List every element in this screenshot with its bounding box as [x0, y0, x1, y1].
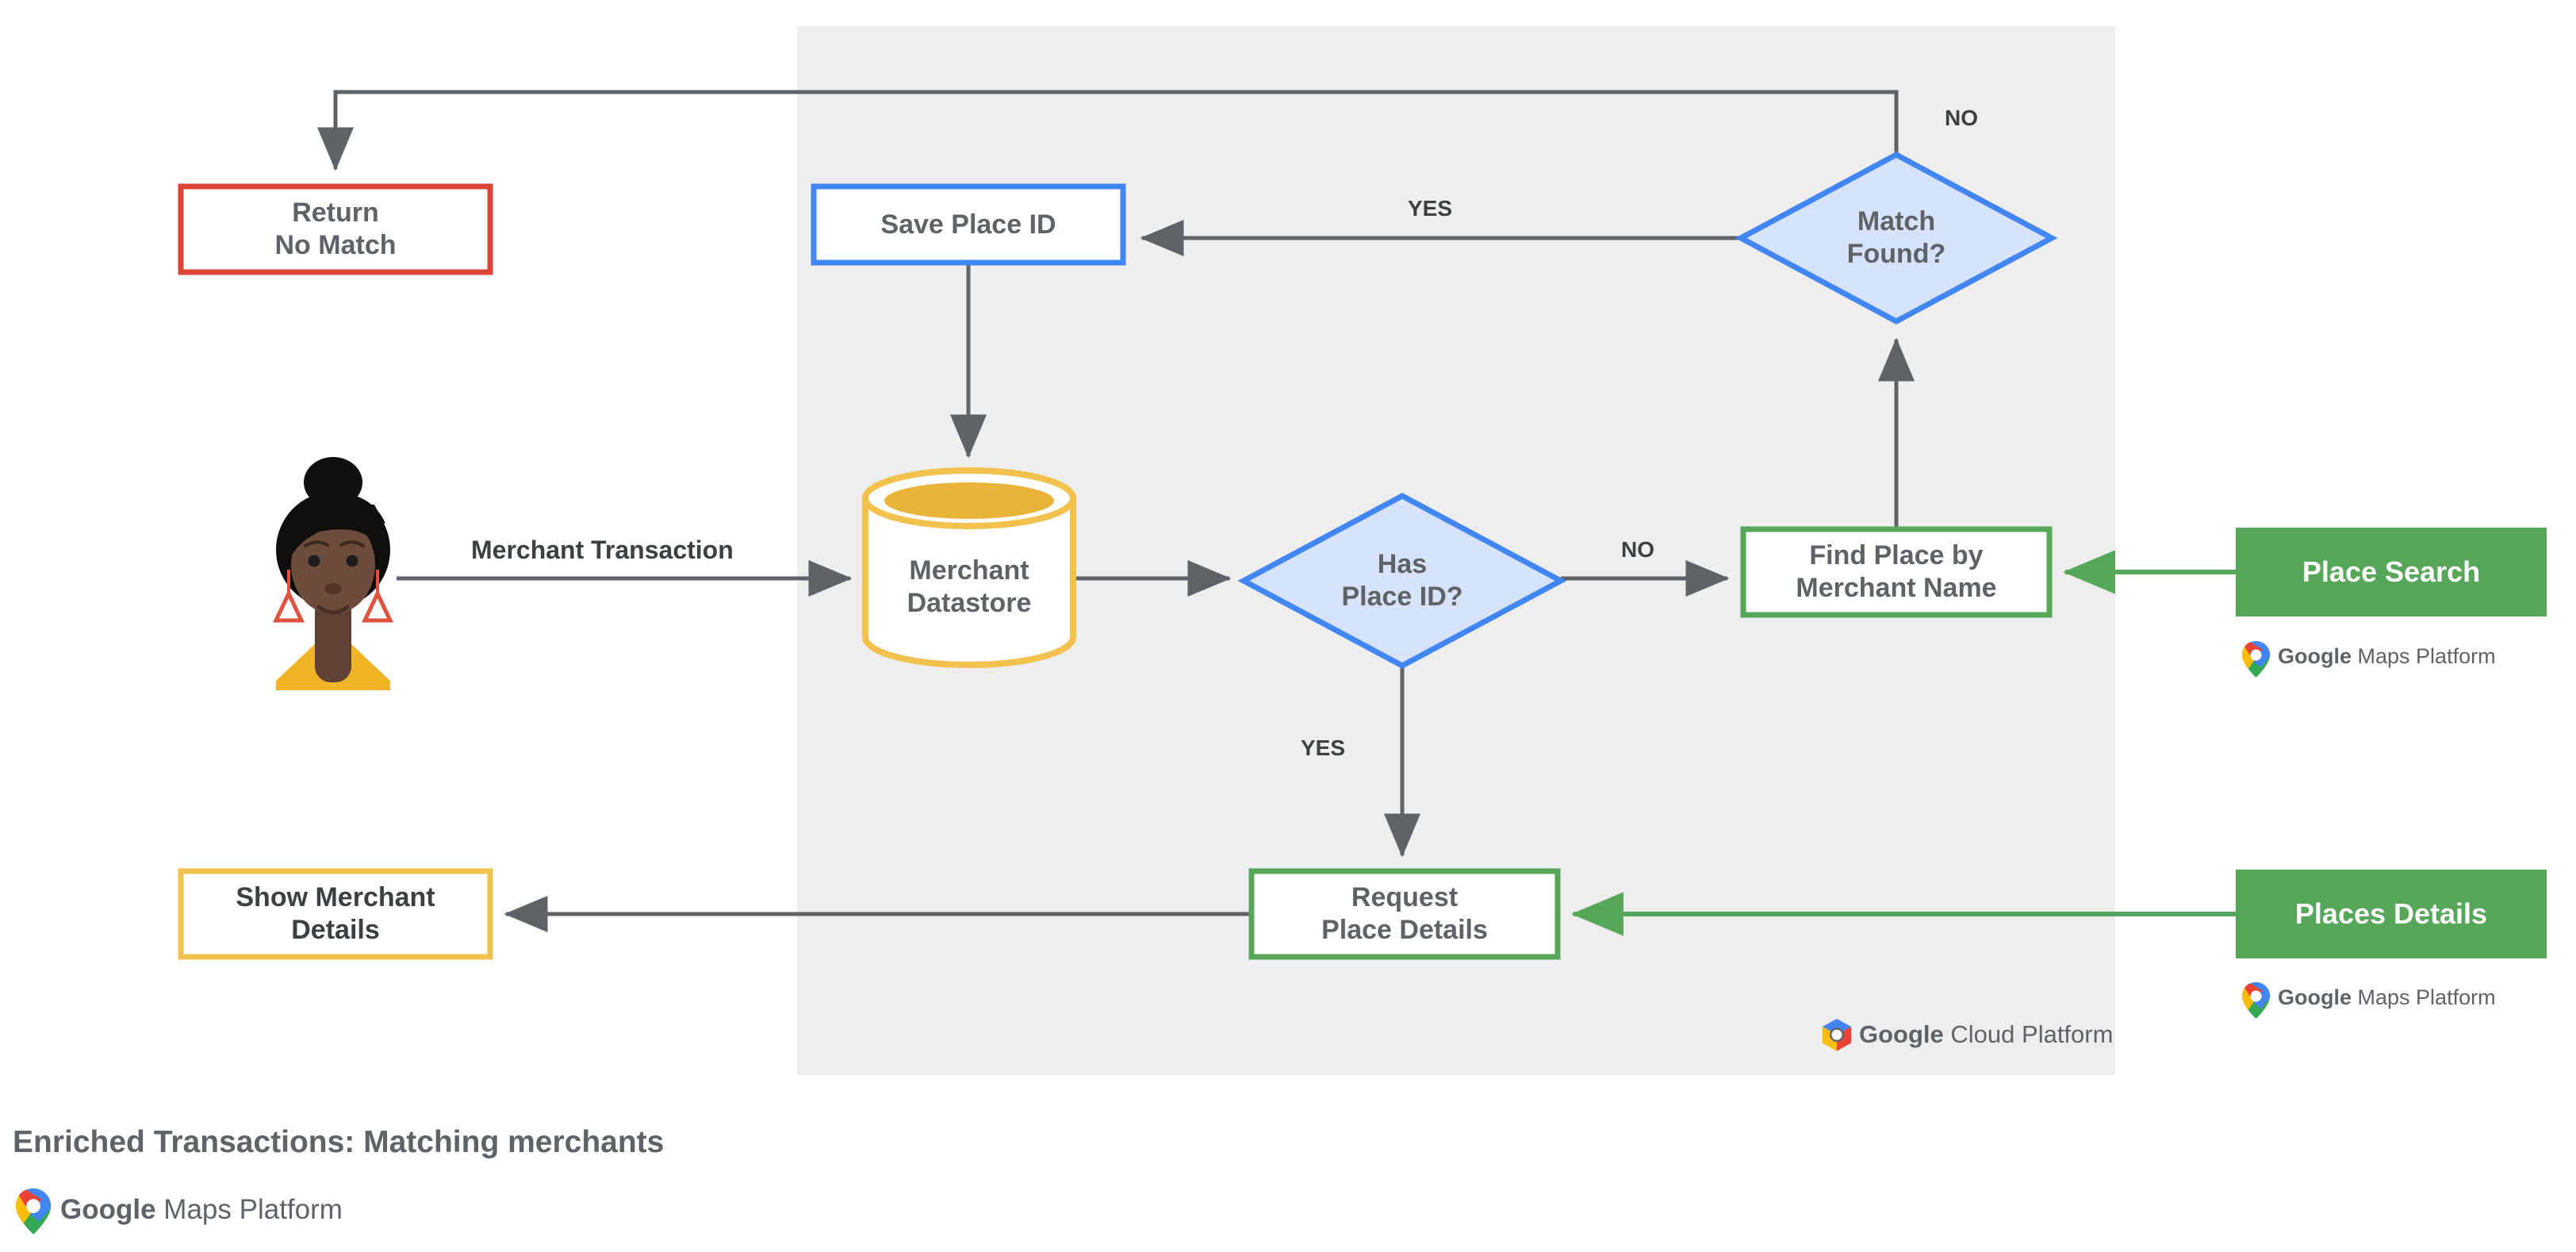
gcp-brand-primary: Google	[1859, 1020, 1944, 1048]
google-maps-platform-brand-places-details: Google Maps Platform	[2278, 985, 2496, 1010]
eye-left	[308, 555, 320, 567]
brand-secondary-place-search: Maps Platform	[2357, 644, 2496, 668]
edge-label-merchant-transaction: Merchant Transaction	[471, 536, 734, 564]
eye-right	[346, 555, 358, 567]
google-maps-platform-brand-footer: Google Maps Platform	[60, 1194, 343, 1226]
earring-left-icon	[273, 570, 305, 623]
find-place-by-merchant-name-box[interactable]	[1740, 526, 2053, 618]
datastore-top-disc	[884, 482, 1054, 519]
google-maps-pin-icon-footer	[16, 1189, 52, 1235]
place-search-product-box[interactable]	[2236, 528, 2547, 616]
brand-secondary-places-details: Maps Platform	[2357, 985, 2496, 1009]
customer-avatar	[273, 457, 393, 690]
google-maps-pin-icon-places-details	[2242, 982, 2271, 1019]
places-details-product-box[interactable]	[2236, 870, 2547, 958]
save-place-id-box[interactable]	[811, 183, 1126, 266]
diagram-caption: Enriched Transactions: Matching merchant…	[13, 1125, 665, 1159]
google-cloud-hexagon-icon	[1822, 1019, 1852, 1051]
show-merchant-details-box[interactable]	[178, 868, 493, 960]
request-place-details-box[interactable]	[1248, 868, 1561, 960]
edge-label-no-match-found: NO	[1945, 106, 1978, 130]
brand-primary-place-search: Google	[2278, 644, 2352, 668]
return-no-match-box[interactable]	[178, 183, 493, 275]
edge-label-yes-has-place-id: YES	[1301, 735, 1346, 760]
brand-primary-places-details: Google	[2278, 985, 2352, 1009]
gcp-brand-secondary: Cloud Platform	[1950, 1020, 2114, 1048]
edge-label-no-has-place-id: NO	[1621, 537, 1654, 562]
match-found-decision[interactable]	[1735, 152, 2058, 325]
google-maps-platform-brand-place-search: Google Maps Platform	[2278, 644, 2496, 669]
connector-match-found-no	[317, 90, 1899, 171]
brand-primary-footer: Google	[60, 1194, 156, 1225]
brand-secondary-footer: Maps Platform	[163, 1194, 343, 1225]
google-maps-pin-icon-place-search	[2242, 641, 2271, 678]
merchant-datastore-cylinder[interactable]	[862, 467, 1076, 668]
face	[291, 516, 375, 614]
google-cloud-platform-brand: Google Cloud Platform	[1859, 1020, 2113, 1049]
edge-label-yes-match-found: YES	[1408, 196, 1453, 221]
earring-right-icon	[362, 570, 393, 623]
has-place-id-decision[interactable]	[1237, 493, 1567, 669]
